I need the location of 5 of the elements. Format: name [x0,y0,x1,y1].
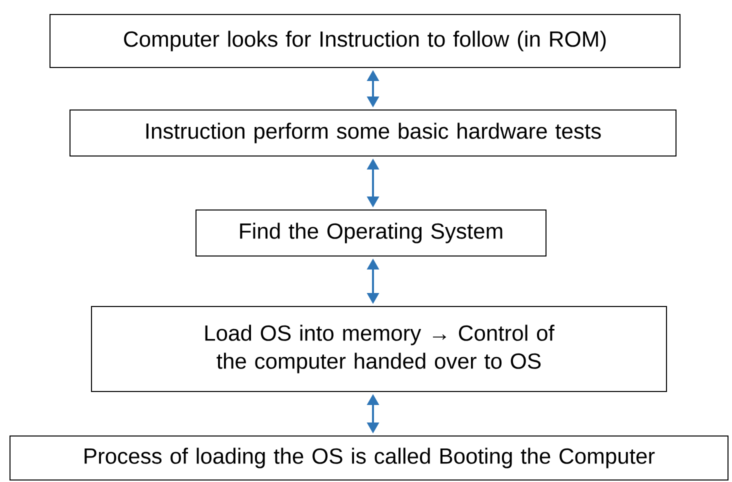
process-box: Instruction perform some basic hardware tests [70,110,676,156]
process-box: Load OS into memory → Control of the computer handed over to OS [91,306,667,392]
process-box: Computer looks for Instruction to follow (in ROM) [50,14,680,68]
process-box: Find the Operating System [196,210,546,256]
process-box: Process of loading the OS is called Booting the Computer [10,436,728,480]
